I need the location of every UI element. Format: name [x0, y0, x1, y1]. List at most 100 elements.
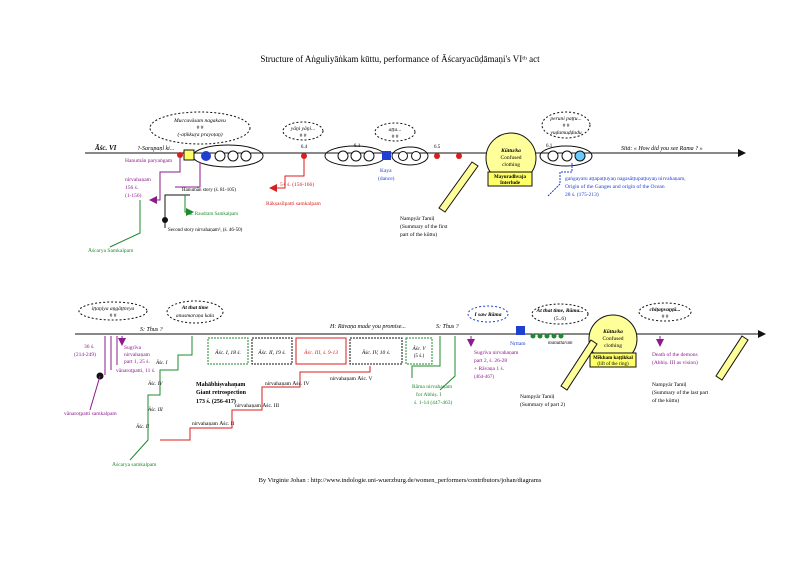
- red-marker: [434, 153, 440, 159]
- verse-number-3: 6.5: [434, 145, 441, 150]
- sugriva-line-3: part 1, 25 ś.: [124, 359, 150, 365]
- verse-circle: [240, 150, 252, 162]
- kuttu-line-1: Kūttu/ka: [500, 148, 521, 154]
- asc-ii-label: Āśc. II: [135, 424, 149, 430]
- vanara: vānaroṭpatti, 11 ś.: [116, 368, 156, 374]
- thought-bubble-3: [374, 122, 416, 142]
- credit-line: By Virginie Johan : http://www.indologie…: [259, 477, 542, 484]
- act-box-5-line-2: (5 ś.): [414, 354, 425, 359]
- verse-circle: [574, 150, 586, 162]
- sugriva-line-1: Sugrīva: [124, 345, 142, 351]
- nampyar-line-2: (Summary of the first: [400, 223, 448, 230]
- nampyar3-line-2: (Summary of the last part: [652, 389, 709, 396]
- pencil-pointer-3: [715, 335, 749, 381]
- sita-thus-2: S: Thus ?: [436, 324, 459, 330]
- bubble-4-line-2: # #: [563, 123, 570, 129]
- bottom-bubble-5: [638, 302, 692, 322]
- bottom-timeline: iṭṭaṉiya aṉgāṭṭnvya # # At that time anu…: [64, 300, 766, 468]
- bottom-bubble-2-line-1: At that time: [181, 305, 209, 311]
- bottom-bubble-4: [531, 303, 589, 325]
- ganga-line-1: gaṅgayatu aṭṭapaṭṭuyaṉ nagasāṭṭupaṭṭuyaṉ…: [565, 176, 686, 182]
- rama-line-3: ś. 1-14 (447-463): [414, 399, 453, 406]
- death-line-2: (Abhiṣ. III as vision): [652, 359, 698, 366]
- act-box-2-label: Āśc. II, 19 ś.: [257, 349, 286, 356]
- niv-3: nirvahaṇam Āśc. III: [235, 402, 279, 409]
- thought-bubble-4: [541, 111, 591, 139]
- kuttu2-line-1: Kūttu/ka: [602, 329, 623, 335]
- niv-4: nirvahaṇam Āśc. IV: [265, 380, 309, 387]
- bubble-1-line-1: Muccuvāsam nagakavu: [173, 118, 226, 124]
- nampyar-line-1: Nampyār Tamiḷ: [400, 216, 435, 222]
- verse-dot: [537, 333, 543, 339]
- interlude-line-2: Interlude: [500, 181, 521, 186]
- act-label: Āśc. VI: [94, 144, 117, 152]
- mekham-line-2: (lift of the ring): [597, 362, 629, 367]
- nampyar2-line-1: Nampyār Tamiḷ: [520, 394, 555, 400]
- hanuman-line-1: Hanumān paryaṅgam: [125, 158, 173, 164]
- hanuman-line-4: (1-156): [125, 192, 142, 199]
- verse-circle: [227, 150, 239, 162]
- verse-circle: [201, 151, 211, 161]
- left-count: 36 ś.: [84, 344, 95, 350]
- niv-2: nirvahaṇam Āśc. II: [192, 420, 234, 427]
- act-box-2: [251, 337, 293, 365]
- left-range: (214-249): [74, 351, 96, 358]
- bottom-bubble-5-line-2: # #: [662, 314, 669, 320]
- kaya-line-1: Kaya: [380, 168, 392, 174]
- asc-iv-label: Āśc. IV: [147, 381, 163, 387]
- red-staircase: [160, 366, 371, 441]
- bottom-bubble-1-line-2: # #: [110, 313, 117, 319]
- scene-box: [183, 149, 195, 161]
- kuttu2-line-2: Confused: [602, 335, 623, 342]
- kaya-box: [382, 151, 391, 160]
- green-rama-branch: [411, 336, 441, 378]
- act-box-5-line-1: Āśc. V: [412, 346, 427, 352]
- act-box-1-label: Āśc. I, 18 ś.: [214, 349, 241, 356]
- nampyar2-line-2: (Summary of part 2): [520, 401, 565, 408]
- bubble-3-line-2: # #: [392, 134, 399, 140]
- verse-circle: [214, 150, 226, 162]
- black-dot: [162, 217, 168, 223]
- green-branch: [184, 195, 194, 216]
- bubble-2-line-2: # #: [300, 133, 307, 139]
- verse-circle: [363, 150, 375, 162]
- act-box-4: [349, 337, 403, 365]
- asc-i-label: Āśc. I: [155, 360, 168, 366]
- act-box-5: [405, 337, 433, 365]
- act-box-3: [295, 337, 347, 365]
- mahabhi-line-2: Giant retrospection: [196, 390, 247, 396]
- purple-branch: [149, 158, 181, 204]
- verse-dot: [558, 333, 564, 339]
- purple-branch-2: [175, 162, 201, 188]
- vanara-samkalpam: vānaroṭpatti samkalpam: [64, 411, 117, 417]
- red-marker: [301, 153, 307, 159]
- nampyar3-line-3: of the kūttu): [652, 397, 679, 404]
- kuttu-line-2: Confused: [500, 154, 521, 161]
- mahabhi-line-1: Mahābhiṣvahaṇam: [196, 382, 245, 388]
- kuttu2-line-3: clothing: [604, 343, 622, 349]
- hanuman-line-2: nirvahaṇam: [125, 177, 152, 183]
- page-title: Structure of Aṅguliyāṅkam kūttu, perform…: [260, 54, 540, 64]
- niv-5: nirvahaṇam Āśc. V: [330, 375, 373, 382]
- bottom-bubble-5-line-1: chiṭaṉvaṉṭā...: [649, 307, 680, 313]
- green-branch-2: [109, 200, 141, 248]
- purple-diagonal: [89, 375, 101, 411]
- mahabhi-line-3: 173 ś. (256-417): [196, 398, 236, 405]
- verse-dot: [530, 333, 536, 339]
- pencil-pointer: [438, 161, 479, 213]
- bottom-bubble-2-line-2: anusmaraṇa kala: [176, 313, 215, 319]
- green-staircase: [129, 336, 193, 461]
- verse-circle: [547, 150, 559, 162]
- bottom-bubble-3: [467, 305, 509, 323]
- asc-iii-label: Āśc. III: [147, 407, 163, 413]
- bubble-4-line-3: yuḍamuḍḍadu: [549, 130, 581, 136]
- verse-circle: [398, 151, 408, 161]
- verse-number-1: 6.1: [354, 143, 361, 149]
- kuttu-line-3: clothing: [502, 162, 520, 168]
- sita-question: Sītā: « How did you see Rama ? »: [621, 146, 703, 152]
- nrtam-box: [516, 326, 525, 335]
- verse-number-2: 6.4: [301, 145, 308, 150]
- nrtam-label: Nṛttam: [510, 341, 526, 347]
- scene-label: ?-Sarupaṇl ki...: [137, 146, 174, 152]
